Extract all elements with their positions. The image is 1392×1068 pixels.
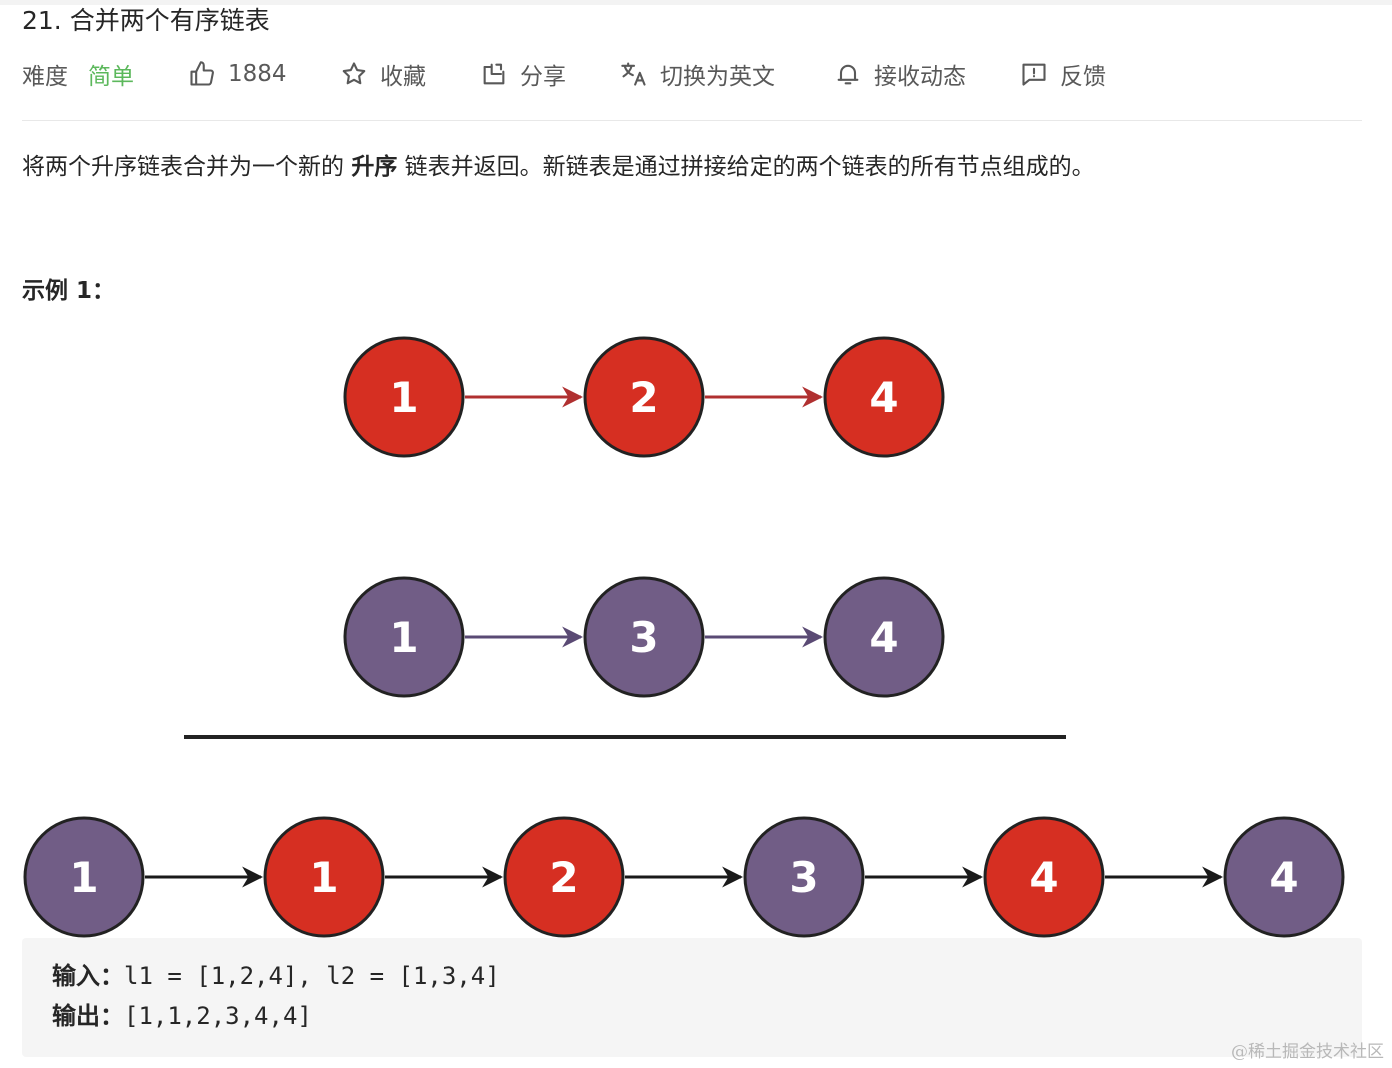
merged-node-2-label: 2 xyxy=(549,853,578,902)
list1-node-0-label: 1 xyxy=(389,373,418,422)
feedback-icon xyxy=(1020,60,1048,88)
top-strip xyxy=(0,0,1392,5)
problem-title: 21. 合并两个有序链表 xyxy=(22,6,270,35)
star-icon xyxy=(340,60,368,88)
toolbar: 难度 简单 1884 收藏 分享 xyxy=(22,56,1322,92)
merged-node-3-label: 3 xyxy=(789,853,818,902)
favorite-label: 收藏 xyxy=(380,64,426,90)
example-input-line: 输入：l1 = [1,2,4], l2 = [1,3,4] xyxy=(52,956,500,996)
feedback-label: 反馈 xyxy=(1060,64,1106,90)
like-button[interactable]: 1884 xyxy=(188,56,287,92)
share-icon xyxy=(480,60,508,88)
merged-node-3 xyxy=(743,816,865,938)
list2-node-0-label: 1 xyxy=(389,613,418,662)
merged-node-5 xyxy=(1223,816,1345,938)
list2-node-1-label: 3 xyxy=(629,613,658,662)
list1-node-1-label: 2 xyxy=(629,373,658,422)
merged-node-5-label: 4 xyxy=(1269,853,1298,902)
list1-node-2 xyxy=(823,336,945,458)
translate-button[interactable]: 切换为英文 xyxy=(620,56,775,92)
example-output-line: 输出：[1,1,2,3,4,4] xyxy=(52,996,312,1036)
output-label: 输出： xyxy=(52,1002,124,1030)
bell-icon xyxy=(834,60,862,88)
merged-node-4-label: 4 xyxy=(1029,853,1058,902)
merged-node-1 xyxy=(263,816,385,938)
merged-node-0-label: 1 xyxy=(69,853,98,902)
difficulty-label: 难度 xyxy=(22,64,68,90)
problem-description: 将两个升序链表合并为一个新的 升序 链表并返回。新链表是通过拼接给定的两个链表的… xyxy=(22,150,1095,184)
list2-node-2-label: 4 xyxy=(869,613,898,662)
favorite-button[interactable]: 收藏 xyxy=(340,56,426,92)
example-code-block: 输入：l1 = [1,2,4], l2 = [1,3,4] 输出：[1,1,2,… xyxy=(22,938,1362,1057)
description-emphasis: 升序 xyxy=(351,154,398,180)
merged-node-4 xyxy=(983,816,1105,938)
translate-icon xyxy=(620,60,648,88)
description-text-end: 链表并返回。新链表是通过拼接给定的两个链表的所有节点组成的。 xyxy=(397,154,1095,180)
share-label: 分享 xyxy=(520,64,566,90)
linked-list-diagram: 1 2 4 1 3 4 1 1 2 3 4 4 xyxy=(23,336,1345,938)
merged-node-1-label: 1 xyxy=(309,853,338,902)
example-title: 示例 1： xyxy=(22,278,116,304)
feedback-button[interactable]: 反馈 xyxy=(1020,56,1106,92)
list2-node-0 xyxy=(343,576,465,698)
difficulty: 难度 简单 xyxy=(22,56,134,92)
list1-node-0 xyxy=(343,336,465,458)
list2-node-1 xyxy=(583,576,705,698)
input-value: l1 = [1,2,4], l2 = [1,3,4] xyxy=(124,962,500,990)
output-value: [1,1,2,3,4,4] xyxy=(124,1002,312,1030)
description-text: 将两个升序链表合并为一个新的 xyxy=(22,154,352,180)
merged-node-0 xyxy=(23,816,145,938)
list1-node-1 xyxy=(583,336,705,458)
difficulty-badge: 简单 xyxy=(88,64,134,90)
share-button[interactable]: 分享 xyxy=(480,56,566,92)
like-count: 1884 xyxy=(228,61,287,87)
subscribe-label: 接收动态 xyxy=(874,64,966,90)
input-label: 输入： xyxy=(52,962,124,990)
translate-label: 切换为英文 xyxy=(660,64,775,90)
header-divider xyxy=(22,120,1362,121)
merged-node-2 xyxy=(503,816,625,938)
list1-node-2-label: 4 xyxy=(869,373,898,422)
thumbs-up-icon xyxy=(188,60,216,88)
watermark: @稀土掘金技术社区 xyxy=(1231,1042,1384,1062)
list2-node-2 xyxy=(823,576,945,698)
subscribe-button[interactable]: 接收动态 xyxy=(834,56,966,92)
